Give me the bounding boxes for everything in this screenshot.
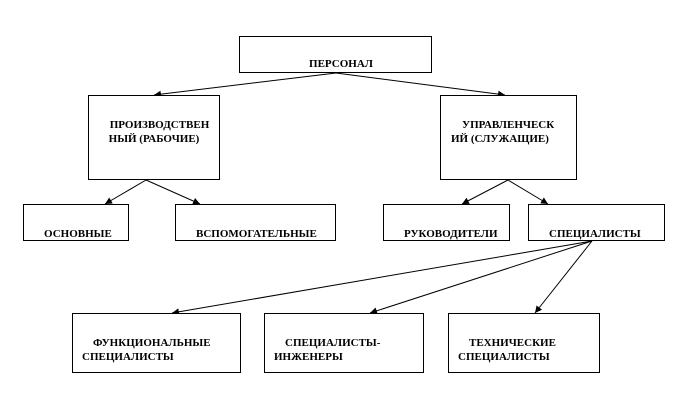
edge-management-to-specialists [507, 179, 549, 205]
node-management: УПРАВЛЕНЧЕСК ИЙ (СЛУЖАЩИЕ) [440, 95, 577, 180]
edge-personnel-to-production [153, 72, 337, 98]
edge-specialists-to-engineers [369, 240, 593, 315]
node-managers-label: РУКОВОДИТЕЛИ [404, 228, 498, 240]
node-auxiliary-label: ВСПОМОГАТЕЛЬНЫЕ [196, 228, 317, 240]
node-main-label: ОСНОВНЫЕ [44, 228, 112, 240]
edge-specialists-to-technical [534, 240, 593, 314]
node-management-label: УПРАВЛЕНЧЕСК ИЙ (СЛУЖАЩИЕ) [451, 119, 555, 145]
edge-production-to-auxiliary [145, 179, 201, 205]
node-specialists-label: СПЕЦИАЛИСТЫ [549, 228, 641, 240]
node-technical-label: ТЕХНИЧЕСКИЕ СПЕЦИАЛИСТЫ [458, 337, 556, 363]
edge-management-to-managers [461, 179, 509, 205]
node-managers: РУКОВОДИТЕЛИ [383, 204, 510, 241]
node-functional: ФУНКЦИОНАЛЬНЫЕ СПЕЦИАЛИСТЫ [72, 313, 241, 373]
node-engineers: СПЕЦИАЛИСТЫ- ИНЖЕНЕРЫ [264, 313, 424, 373]
node-main: ОСНОВНЫЕ [23, 204, 129, 241]
node-functional-label: ФУНКЦИОНАЛЬНЫЕ СПЕЦИАЛИСТЫ [82, 337, 211, 363]
edge-personnel-to-management [335, 72, 506, 98]
node-production: ПРОИЗВОДСТВЕН НЫЙ (РАБОЧИЕ) [88, 95, 220, 180]
node-technical: ТЕХНИЧЕСКИЕ СПЕЦИАЛИСТЫ [448, 313, 600, 373]
edge-production-to-main [104, 179, 147, 205]
node-engineers-label: СПЕЦИАЛИСТЫ- ИНЖЕНЕРЫ [274, 337, 381, 363]
node-auxiliary: ВСПОМОГАТЕЛЬНЫЕ [175, 204, 336, 241]
node-production-label: ПРОИЗВОДСТВЕН НЫЙ (РАБОЧИЕ) [108, 119, 210, 145]
node-personnel: ПЕРСОНАЛ [239, 36, 432, 73]
edge-specialists-to-functional [171, 240, 593, 316]
node-personnel-label: ПЕРСОНАЛ [309, 58, 373, 70]
node-specialists: СПЕЦИАЛИСТЫ [528, 204, 665, 241]
